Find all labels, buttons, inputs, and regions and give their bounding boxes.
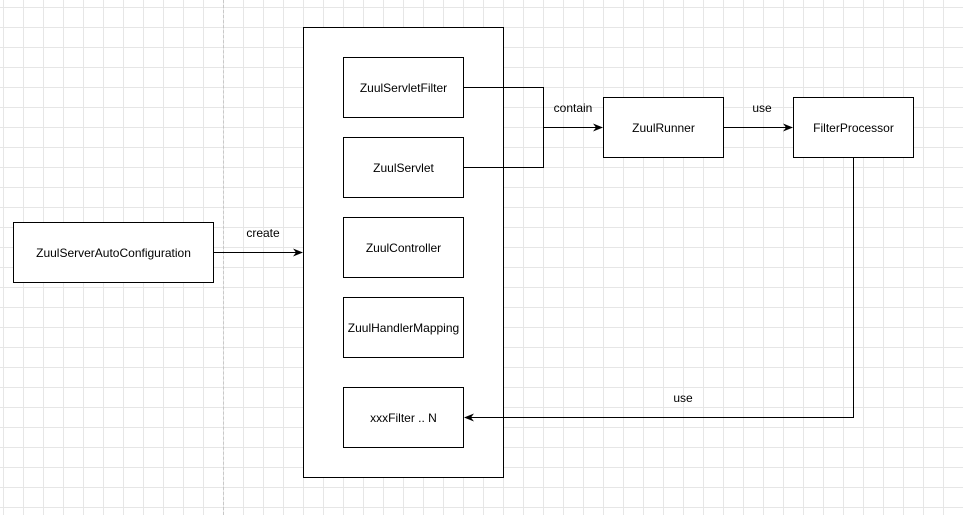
- edge-servlet-filter-connector: [464, 87, 544, 128]
- node-filter-processor: FilterProcessor: [793, 97, 914, 158]
- node-zuul-controller: ZuulController: [343, 217, 464, 278]
- node-zuul-servlet-filter: ZuulServletFilter: [343, 57, 464, 118]
- dashed-guide-line: [223, 0, 224, 515]
- node-zuul-runner: ZuulRunner: [603, 97, 724, 158]
- node-xxx-filter: xxxFilter .. N: [343, 387, 464, 448]
- edge-use-processor-filter-arrow: [464, 158, 854, 422]
- edge-servlet-connector: [464, 127, 544, 168]
- edge-label-create: create: [246, 226, 280, 240]
- node-zuul-server-auto-configuration: ZuulServerAutoConfiguration: [13, 222, 214, 283]
- node-zuul-handler-mapping: ZuulHandlerMapping: [343, 297, 464, 358]
- edge-label-use-runner-processor: use: [752, 101, 772, 115]
- node-zuul-servlet: ZuulServlet: [343, 137, 464, 198]
- edge-label-use-processor-filter: use: [673, 391, 693, 405]
- edge-label-contain: contain: [553, 101, 593, 115]
